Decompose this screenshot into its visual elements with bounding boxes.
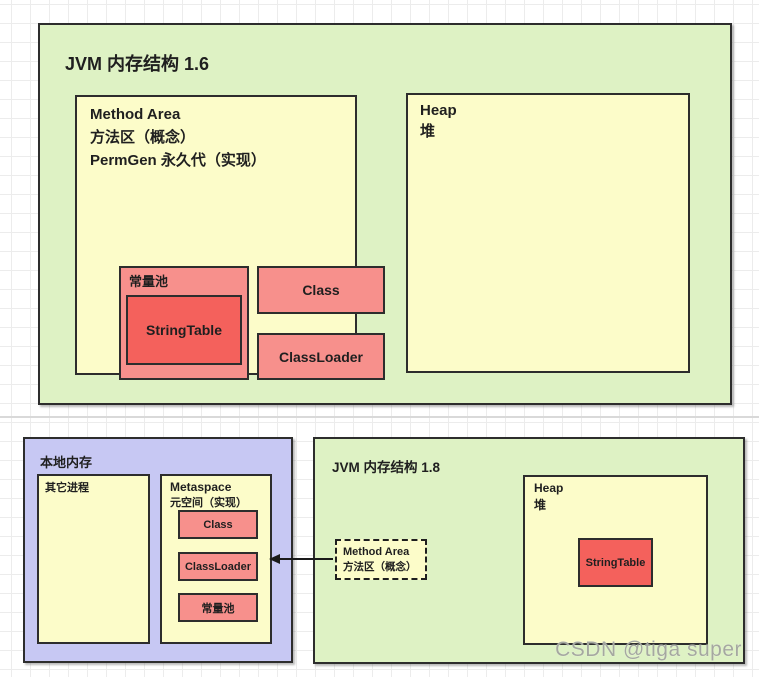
method-area-16-line1: Method Area	[90, 106, 181, 123]
constant-pool-16-label: 常量池	[129, 274, 169, 289]
method-area-16-line3: PermGen 永久代（实现）	[90, 152, 266, 169]
class-loader-16-box: ClassLoader	[257, 333, 385, 380]
method-area-16-line2: 方法区（概念）	[90, 129, 196, 146]
native-memory-container: 本地内存 其它进程 Metaspace 元空间（实现） Class ClassL…	[23, 437, 293, 663]
heap-16-label: Heap 堆	[420, 100, 457, 142]
method-area-18-line1: Method Area	[343, 546, 410, 558]
jvm-18-title: JVM 内存结构 1.8	[332, 460, 441, 475]
method-area-to-metaspace-arrow-line	[279, 558, 333, 560]
metaspace-box: Metaspace 元空间（实现） Class ClassLoader 常量池	[160, 474, 272, 644]
method-area-18-line2: 方法区（概念）	[343, 561, 417, 573]
constant-pool-16-box: 常量池 StringTable	[119, 266, 249, 380]
class-16-box: Class	[257, 266, 385, 314]
section-divider	[0, 416, 759, 418]
other-process-box: 其它进程	[37, 474, 150, 644]
other-process-label: 其它进程	[45, 482, 89, 494]
method-area-18-label: Method Area 方法区（概念）	[343, 545, 417, 575]
metaspace-line1: Metaspace	[170, 480, 232, 494]
method-area-16-box: Method Area 方法区（概念） PermGen 永久代（实现） 常量池 …	[75, 95, 385, 380]
heap-18-label: Heap 堆	[534, 480, 563, 514]
string-table-18-box: StringTable	[578, 538, 653, 587]
class-18-box: Class	[178, 510, 258, 539]
metaspace-label: Metaspace 元空间（实现）	[170, 479, 247, 511]
jvm-16-container: JVM 内存结构 1.6 Method Area 方法区（概念） PermGen…	[38, 23, 732, 405]
method-area-18-dashed-box: Method Area 方法区（概念）	[335, 539, 427, 580]
heap-18-line1: Heap	[534, 481, 564, 495]
string-table-16-box: StringTable	[126, 295, 242, 365]
class-loader-18-box: ClassLoader	[178, 552, 258, 581]
heap-16-box: Heap 堆	[406, 93, 690, 373]
jvm-18-container: JVM 内存结构 1.8 Method Area 方法区（概念） Heap 堆 …	[313, 437, 745, 664]
csdn-watermark: CSDN @tiga super	[555, 638, 742, 661]
constant-pool-18-box: 常量池	[178, 593, 258, 622]
method-area-16-label: Method Area 方法区（概念） PermGen 永久代（实现）	[90, 103, 266, 172]
jvm-16-title: JVM 内存结构 1.6	[65, 54, 210, 74]
heap-18-box: Heap 堆 StringTable	[523, 475, 708, 645]
heap-16-line2: 堆	[420, 123, 436, 140]
heap-18-line2: 堆	[534, 498, 547, 512]
native-memory-title: 本地内存	[40, 455, 93, 470]
metaspace-line2: 元空间（实现）	[170, 497, 247, 509]
heap-16-line1: Heap	[420, 102, 457, 119]
method-area-to-metaspace-arrow-head	[269, 554, 280, 564]
